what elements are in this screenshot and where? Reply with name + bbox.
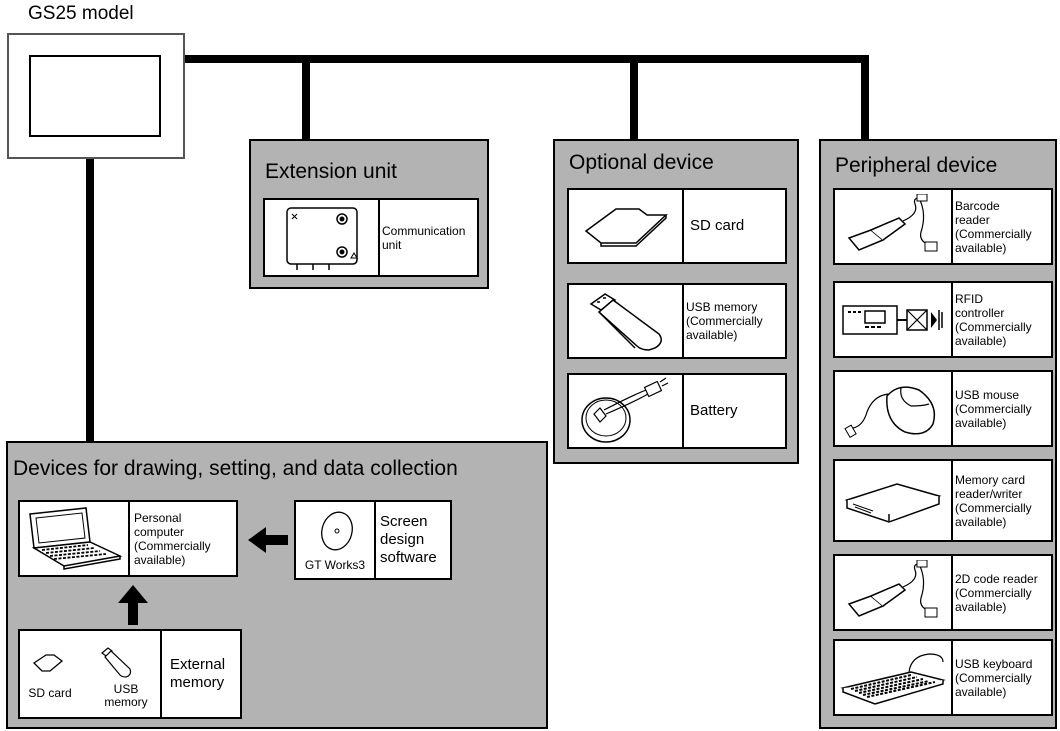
arrow-left-icon [248,527,288,553]
memory-card-reader-card: Memory card reader/writer (Commercially … [833,459,1053,542]
card-label: SD card [690,217,745,234]
panel-title: Extension unit [265,160,397,183]
card-label: Communication unit [382,223,466,252]
sd-card-icon [32,654,64,672]
software-caption: GT Works3 [304,557,366,572]
model-title: GS25 model [28,3,134,24]
2d-code-reader-card: 2D code reader (Commercially available) [833,554,1053,631]
sd-card-icon [569,190,684,262]
barcode-reader-card: Barcode reader (Commercially available) [833,188,1053,265]
card-label: External memory [170,656,226,691]
panel-title: Peripheral device [835,154,998,177]
connector-peripheral [861,55,869,141]
rfid-controller-card: RFID controller (Commercially available) [833,281,1053,358]
card-label: Memory card reader/writer (Commercially … [955,472,1032,529]
gs25-screen [29,55,161,137]
usb-memory-icon [569,285,684,357]
disc-icon [321,511,353,550]
card-label: Battery [690,402,738,419]
card-label: USB keyboard (Commercially available) [955,656,1033,699]
usb-keyboard-icon [835,641,953,714]
usb-memory-card: USB memory (Commercially available) [567,283,787,359]
connector-optional [630,55,638,141]
drawing-devices-panel: Devices for drawing, setting, and data c… [6,441,548,729]
panel-title: Optional device [569,151,714,174]
battery-icon [569,375,684,447]
battery-card: Battery [567,373,787,449]
gs25-unit [7,33,185,159]
external-memory-card: SD card USB memory External memory [18,629,242,719]
card-label: USB memory (Commercially available) [686,300,763,342]
usb-mouse-card: USB mouse (Commercially available) [833,370,1053,447]
usb-memory-icon [101,647,132,678]
personal-computer-card: Personal computer (Commercially availabl… [18,500,238,577]
card-label: Barcode reader (Commercially available) [955,198,1032,255]
optional-device-panel: Optional device SD card USB memory (Comm… [553,139,799,464]
usb-keyboard-card: USB keyboard (Commercially available) [833,639,1053,716]
connector-drawing [86,159,94,442]
usb-memory-caption: USB memory [104,682,148,709]
card-label: RFID controller (Commercially available) [955,291,1032,348]
card-label: Personal computer (Commercially availabl… [134,510,211,567]
screen-design-software-card: GT Works3 Screen design software [294,500,452,580]
barcode-reader-icon [835,190,953,263]
communication-unit-card: Communication unit [263,198,479,277]
communication-unit-icon [265,200,380,275]
rfid-controller-icon [835,283,953,356]
card-label: USB mouse (Commercially available) [955,387,1032,430]
card-label: Screen design software [380,513,437,566]
gt-works3-icon: GT Works3 [296,502,376,578]
bus-line [185,55,869,63]
card-label: 2D code reader (Commercially available) [955,571,1038,614]
extension-unit-panel: Extension unit Communication unit [249,139,489,289]
connector-extension [302,55,310,141]
sd-card-caption: SD card [28,686,72,700]
panel-title: Devices for drawing, setting, and data c… [13,457,458,480]
2d-code-reader-icon [835,556,953,629]
peripheral-device-panel: Peripheral device Barcode reader (Commer… [819,139,1057,729]
usb-mouse-icon [835,372,953,445]
sd-card-card: SD card [567,188,787,264]
memory-card-reader-icon [835,461,953,540]
laptop-icon [20,502,130,575]
external-memory-icons: SD card USB memory [20,631,162,717]
arrow-up-icon [118,585,148,625]
